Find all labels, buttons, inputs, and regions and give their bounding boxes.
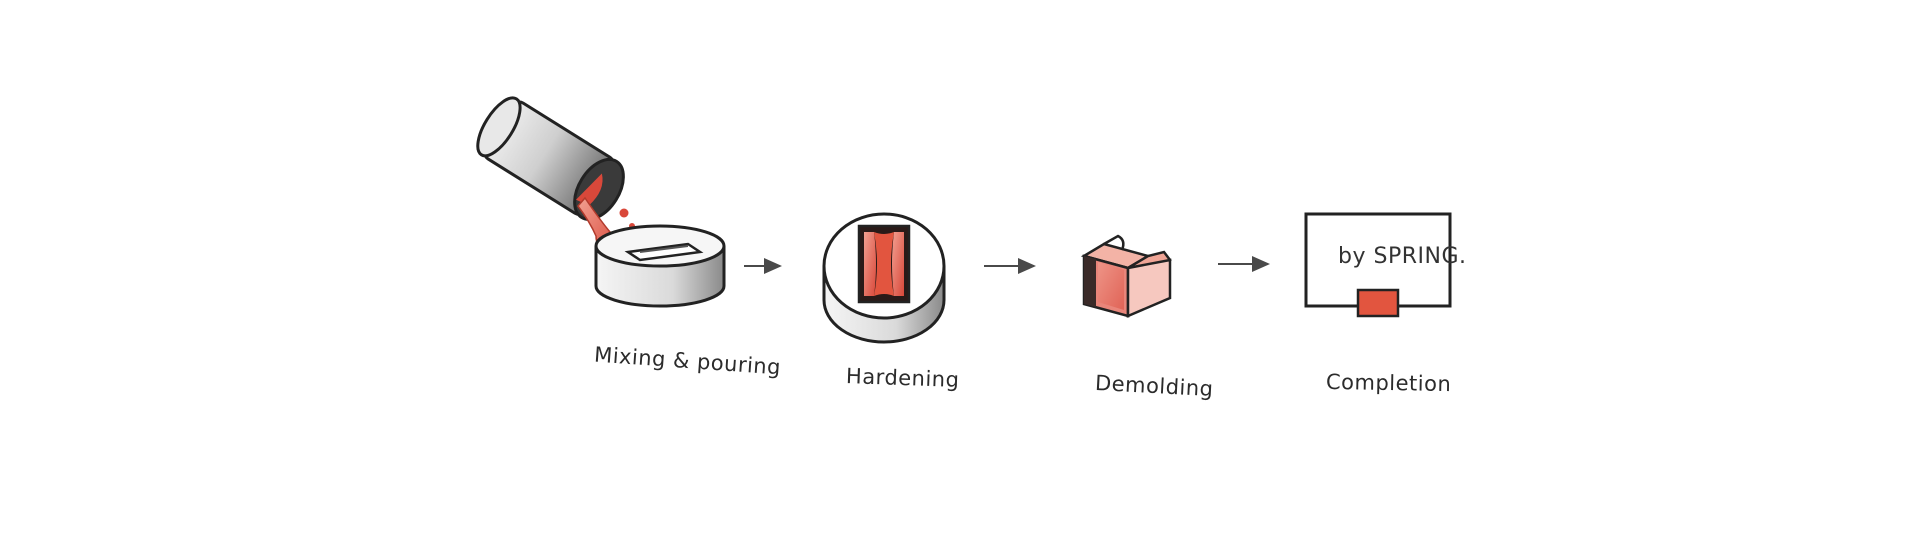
step-label-completion: Completion	[1325, 369, 1452, 397]
step-label-hardening: Hardening	[845, 364, 960, 392]
pouring-cup-icon	[476, 96, 726, 308]
round-mold-icon	[822, 212, 946, 344]
product-brand-text: by SPRING.	[1338, 244, 1467, 269]
finished-stand-icon	[1304, 212, 1452, 318]
demolded-piece-icon	[1080, 234, 1172, 318]
